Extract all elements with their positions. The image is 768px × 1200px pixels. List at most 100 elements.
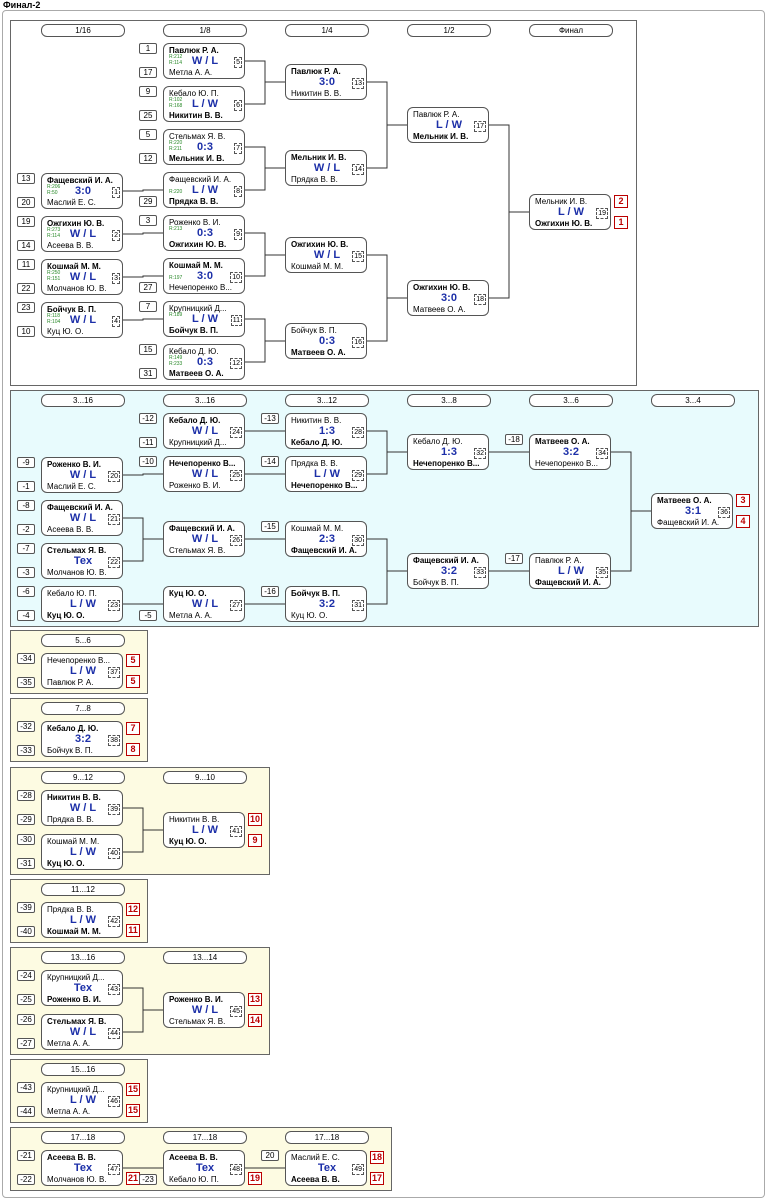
- match-score: W / L: [191, 1004, 219, 1016]
- match-score: Tex: [73, 555, 93, 567]
- match-number: 39: [108, 804, 120, 815]
- place-top: 5: [126, 654, 140, 667]
- seed-top: -30: [17, 834, 35, 845]
- player-bottom: Куц Ю. О.: [47, 611, 85, 620]
- player-top: Асеева В. В.: [47, 1153, 96, 1162]
- rating-bottom: R:114: [169, 60, 182, 66]
- rating-top: R:118: [47, 313, 60, 319]
- match-score: 3:2: [319, 598, 335, 610]
- seed-bottom: -40: [17, 926, 35, 937]
- seed-top: -18: [505, 434, 523, 445]
- rating-bottom: R:233: [169, 361, 183, 367]
- match-score: L / W: [69, 598, 97, 610]
- match-number: 40: [108, 848, 120, 859]
- round-header: 3...6: [529, 394, 613, 407]
- match-score: 3:2: [441, 565, 457, 577]
- player-top: Кошмай М. М.: [47, 262, 101, 271]
- player-bottom: Метла А. А.: [47, 1107, 91, 1116]
- match-number: 41: [230, 826, 242, 837]
- seed-top: -12: [139, 413, 157, 424]
- match-score: Tex: [73, 982, 93, 994]
- match-score: 3:0: [75, 185, 91, 197]
- match-score: W / L: [69, 469, 97, 481]
- seed-top: -28: [17, 790, 35, 801]
- seed-top: -10: [139, 456, 157, 467]
- match-score: L / W: [435, 119, 463, 131]
- round-header: Финал: [529, 24, 613, 37]
- match-number: 24: [230, 427, 242, 438]
- match-number: 9: [234, 229, 242, 240]
- seed-top: -43: [17, 1082, 35, 1093]
- seed-bottom: -4: [17, 610, 35, 621]
- player-bottom: Павлюк Р. А.: [47, 678, 94, 687]
- player-top: Ожгихин Ю. В.: [413, 283, 471, 292]
- match-score: W / L: [191, 55, 219, 67]
- player-top: Матвеев О. А.: [657, 496, 712, 505]
- rating-bottom: R:114: [47, 233, 60, 239]
- match-number: 42: [108, 916, 120, 927]
- player-bottom: Никитин В. В.: [291, 89, 342, 98]
- seed-top: -26: [17, 1014, 35, 1025]
- place-bottom: 15: [126, 1104, 140, 1117]
- seed-bottom: 20: [17, 197, 35, 208]
- match-score: W / L: [69, 314, 97, 326]
- player-top: Ожгихин Ю. В.: [47, 219, 105, 228]
- match-number: 32: [474, 448, 486, 459]
- seed-bottom: 27: [139, 282, 157, 293]
- seed-top: 15: [139, 344, 157, 355]
- match-score: 1:3: [441, 446, 457, 458]
- match-number: 19: [596, 208, 608, 219]
- seed-top: -17: [505, 553, 523, 564]
- rating-bottom: R:104: [47, 319, 61, 325]
